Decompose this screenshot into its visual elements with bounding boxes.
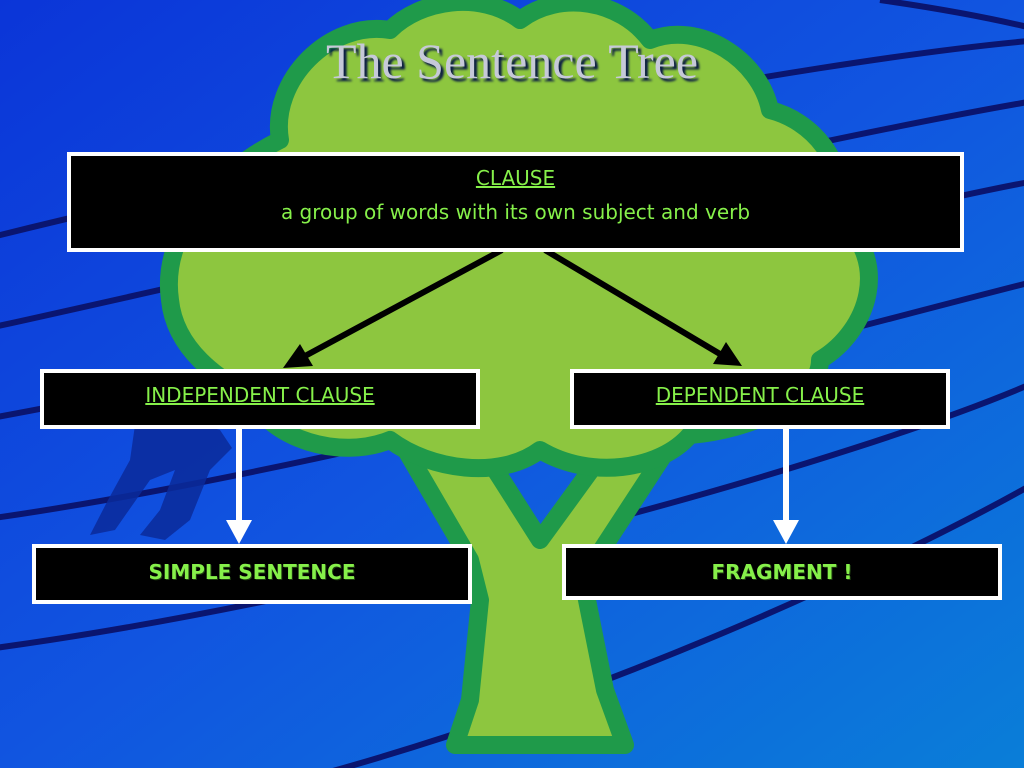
runner-silhouette (90, 419, 232, 540)
clause-definition: a group of words with its own subject an… (280, 200, 751, 224)
diagram-arrows (226, 247, 799, 544)
fragment-label: FRAGMENT ! (711, 560, 853, 584)
arrowhead-dependent (713, 342, 742, 366)
page-title: The Sentence Tree (325, 33, 699, 89)
dependent-clause-box: DEPENDENT CLAUSE (570, 369, 950, 429)
arrowhead-simple (226, 520, 252, 544)
simple-sentence-box: SIMPLE SENTENCE (32, 544, 472, 604)
simple-sentence-label: SIMPLE SENTENCE (148, 560, 356, 584)
arrow-clause-to-independent (303, 247, 504, 359)
arrowhead-fragment (773, 520, 799, 544)
tree-trunk (391, 421, 689, 754)
arrow-clause-to-dependent (543, 247, 722, 357)
dependent-clause-label: DEPENDENT CLAUSE (655, 383, 865, 407)
clause-heading: CLAUSE (475, 166, 556, 190)
clause-box: CLAUSE a group of words with its own sub… (67, 152, 964, 252)
independent-clause-label: INDEPENDENT CLAUSE (145, 383, 375, 407)
independent-clause-box: INDEPENDENT CLAUSE (40, 369, 480, 429)
arrowhead-independent (283, 344, 313, 368)
fragment-box: FRAGMENT ! (562, 544, 1002, 600)
